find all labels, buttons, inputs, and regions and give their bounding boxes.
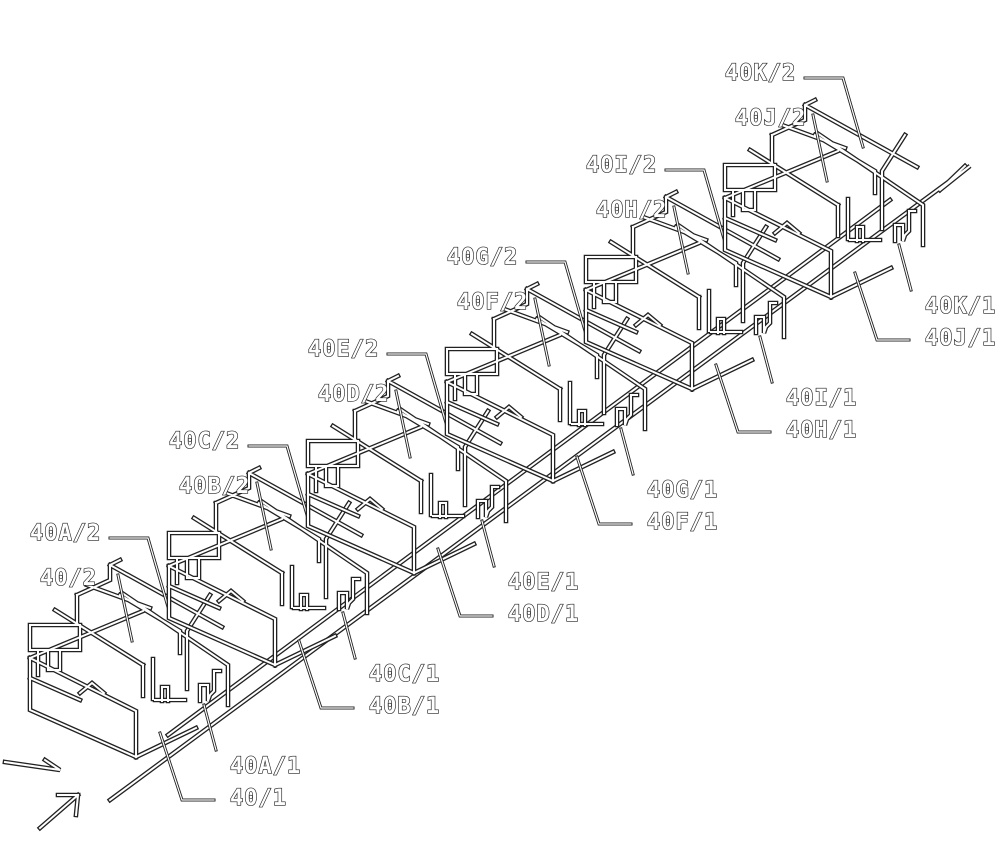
unit-label: 40E/1 (508, 570, 579, 595)
leader-line (297, 639, 355, 710)
unit-label: 40H/2 (596, 198, 667, 223)
street-direction-arrow-icon (2, 756, 62, 773)
leader-line (394, 389, 412, 459)
unit-label: 40I/1 (786, 386, 857, 411)
street-line (106, 162, 972, 804)
unit-label: 40C/1 (369, 662, 440, 687)
building-unit-d: 40G/2 40F/2 40G/1 40F/1 (443, 244, 718, 536)
unit-label: 40J/2 (735, 106, 806, 131)
leader-line (714, 363, 772, 434)
unit-label: 40E/2 (308, 337, 379, 362)
leader-line (116, 573, 134, 643)
unit-label: 40A/1 (230, 754, 301, 779)
leader-line (247, 444, 309, 517)
unit-label: 40J/1 (925, 326, 996, 351)
leader-line (664, 168, 726, 241)
leader-line (533, 297, 551, 367)
building-unit-f: 40K/2 40J/2 40K/1 40J/1 (721, 60, 996, 352)
unit-label: 40/2 (40, 566, 97, 591)
leader-line (803, 76, 865, 149)
unit-label: 40/1 (230, 786, 287, 811)
building-unit-c: 40E/2 40D/2 40E/1 40D/1 (304, 336, 579, 628)
leader-line (158, 731, 216, 802)
leader-line (341, 611, 357, 660)
leader-line (202, 703, 218, 752)
leader-line (811, 113, 829, 183)
unit-label: 40F/1 (647, 510, 718, 535)
leader-line (525, 260, 587, 333)
leader-line (897, 243, 913, 292)
leader-line (619, 427, 635, 476)
leader-line (255, 481, 273, 551)
entrance-arrow-icon (36, 791, 82, 832)
leader-line (853, 271, 911, 342)
leader-line (672, 205, 690, 275)
unit-label: 40I/2 (586, 153, 657, 178)
leader-line (758, 335, 774, 384)
leader-line (108, 536, 170, 609)
unit-label: 40D/2 (318, 382, 389, 407)
leader-line (480, 519, 496, 568)
unit-label: 40F/2 (457, 290, 528, 315)
building-outline (304, 372, 509, 577)
unit-label: 40K/2 (725, 61, 796, 86)
building-unit-b: 40C/2 40B/2 40C/1 40B/1 (165, 428, 440, 720)
unit-label: 40K/1 (925, 294, 996, 319)
unit-label: 40A/2 (30, 521, 101, 546)
leader-line (386, 352, 448, 425)
unit-label: 40C/2 (169, 429, 240, 454)
unit-label: 40D/1 (508, 602, 579, 627)
unit-label: 40B/2 (179, 474, 250, 499)
leader-line (436, 547, 494, 618)
building-unit-a: 40A/2 40/2 40A/1 40/1 (26, 520, 301, 812)
unit-label: 40G/1 (647, 478, 718, 503)
unit-label: 40G/2 (447, 245, 518, 270)
leader-line (575, 455, 633, 526)
unit-label: 40H/1 (786, 418, 857, 443)
unit-label: 40B/1 (369, 694, 440, 719)
building-unit-e: 40I/2 40H/2 40I/1 40H/1 (582, 152, 857, 444)
